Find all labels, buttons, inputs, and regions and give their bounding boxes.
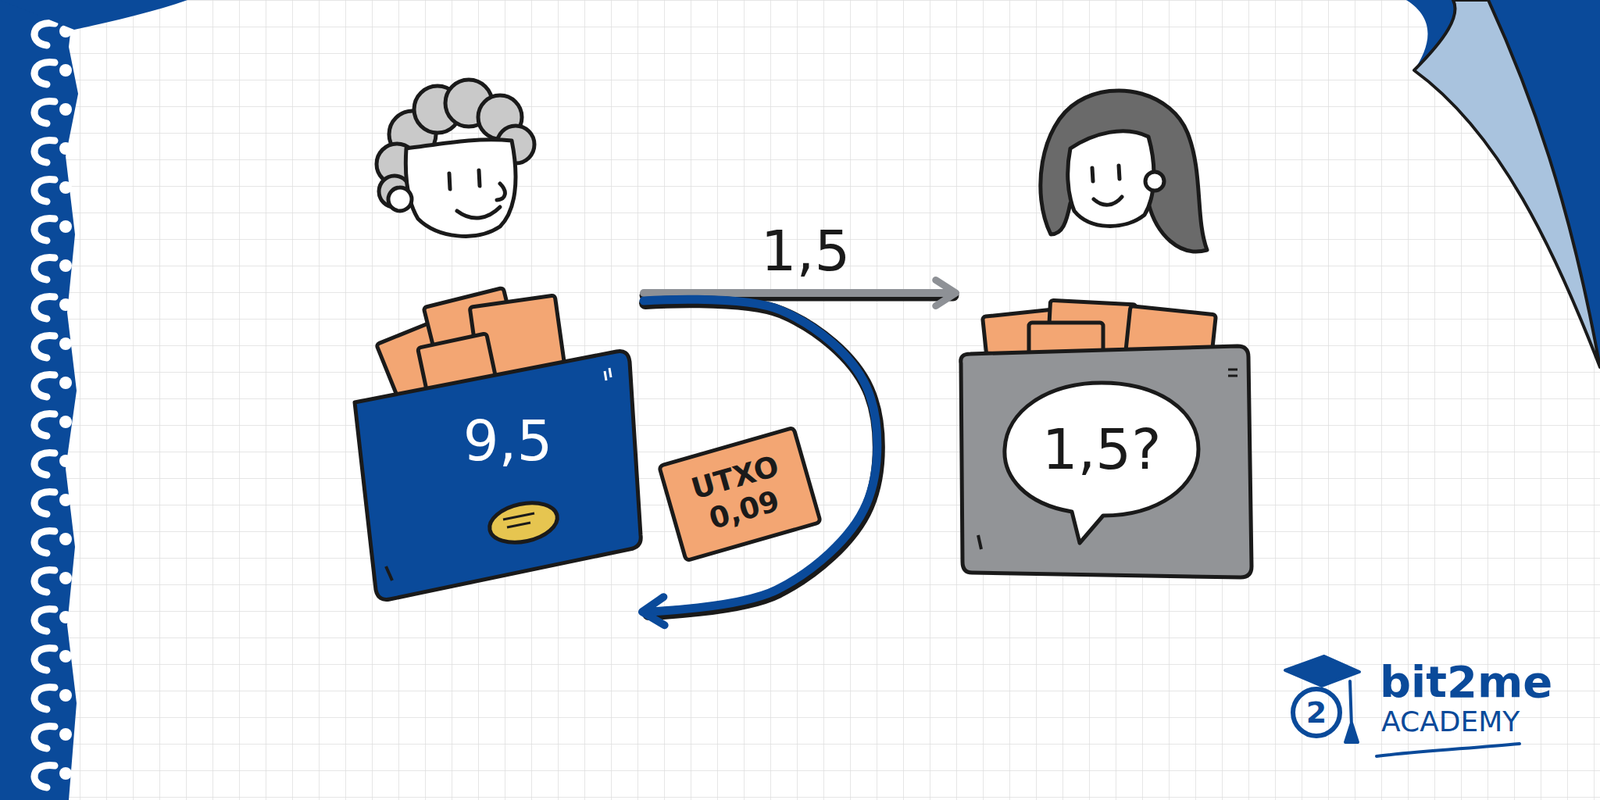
logo-number: 2 (1306, 697, 1327, 728)
node-text: 1,5? (1042, 417, 1162, 483)
logo-wordmark: bit2me (1379, 660, 1553, 704)
page-curl (1406, 0, 1600, 368)
spiral-strip (0, 0, 79, 800)
man-figure (376, 79, 535, 236)
wallet-grey: 1,5? (954, 285, 1260, 598)
corner-piece (0, 0, 188, 30)
change-arrow (643, 299, 879, 615)
wallet-blue: 9,5 (346, 285, 644, 629)
connector-path (643, 299, 878, 612)
node-text: 9,5 (463, 408, 554, 474)
transfer-arrow (643, 292, 954, 296)
utxo-note: UTXO0,09 (656, 425, 823, 564)
edge-label: 1,5 (760, 222, 851, 279)
woman-figure (1040, 90, 1208, 252)
logo-subtitle: ACADEMY (1381, 707, 1520, 736)
